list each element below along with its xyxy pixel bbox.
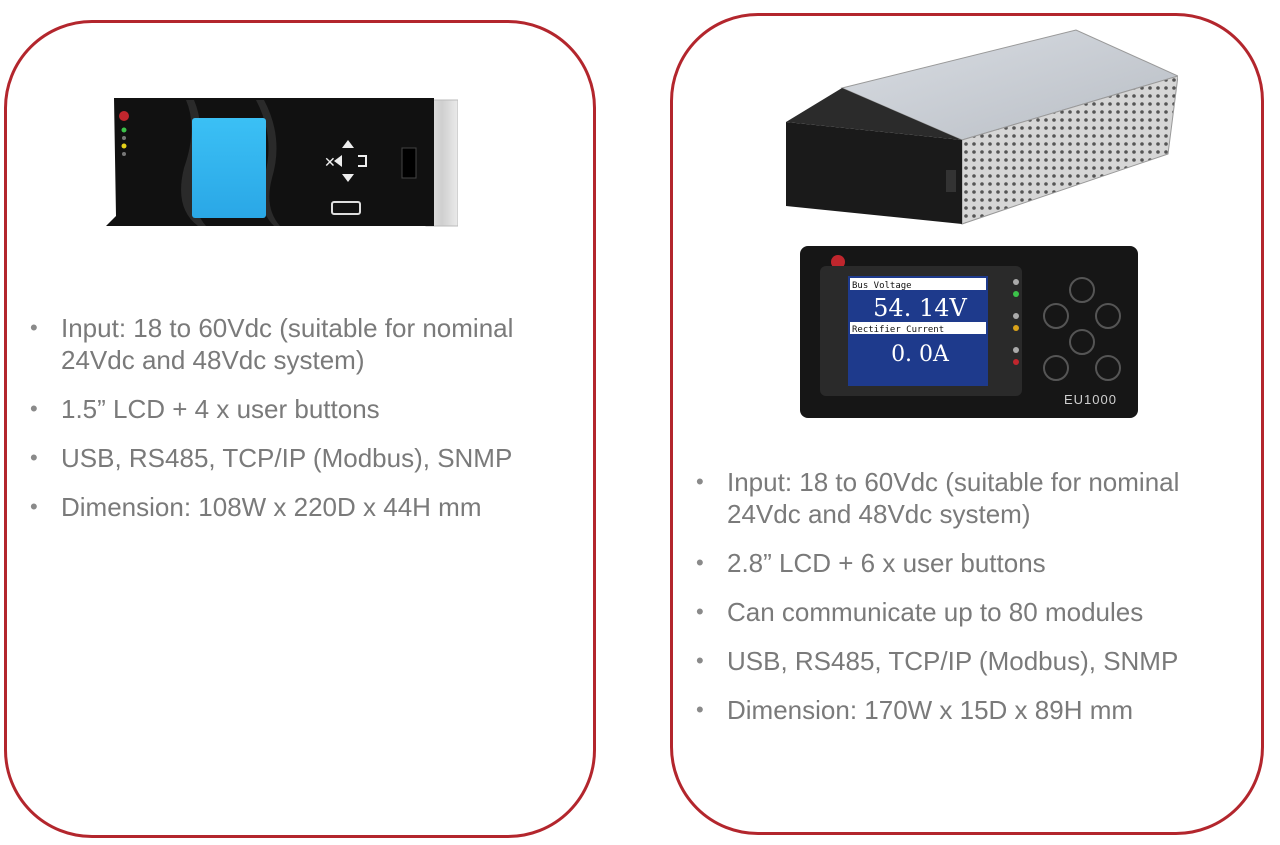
- user-buttons: [1043, 277, 1121, 381]
- spec-item: Input: 18 to 60Vdc (suitable for nominal…: [26, 312, 586, 376]
- status-led-green: [1013, 291, 1019, 297]
- latch-handle: [946, 170, 956, 192]
- spec-item: Can communicate up to 80 modules: [692, 596, 1252, 628]
- spec-list-right: Input: 18 to 60Vdc (suitable for nominal…: [692, 466, 1252, 743]
- nav-buttons: ✕: [324, 140, 367, 182]
- lcd-label-bus-voltage: Bus Voltage: [852, 281, 912, 291]
- module-chassis-image: [786, 29, 1178, 225]
- spec-item: USB, RS485, TCP/IP (Modbus), SNMP: [26, 442, 586, 474]
- status-led-yellow: [1013, 325, 1019, 331]
- usb-port: [331, 201, 361, 215]
- spec-item: Dimension: 108W x 220D x 44H mm: [26, 491, 586, 523]
- lcd-screen: [192, 118, 266, 218]
- lcd-label-rectifier-current: Rectifier Current: [852, 325, 945, 335]
- model-label: EU1000: [1064, 392, 1117, 407]
- latch-handle: [401, 147, 417, 179]
- spec-item: USB, RS485, TCP/IP (Modbus), SNMP: [692, 645, 1252, 677]
- status-led-yellow: [121, 143, 127, 149]
- brand-logo: [119, 111, 129, 121]
- lcd-value-bus-voltage: 54. 14V: [873, 294, 967, 322]
- lcd-value-rectifier-current: 0. 0A: [891, 342, 949, 367]
- svg-text:✕: ✕: [324, 155, 336, 171]
- status-led-green: [121, 127, 127, 133]
- spec-item: Input: 18 to 60Vdc (suitable for nominal…: [692, 466, 1252, 530]
- spec-item: Dimension: 170W x 15D x 89H mm: [692, 694, 1252, 726]
- status-led-red: [1013, 359, 1019, 365]
- spec-item: 2.8” LCD + 6 x user buttons: [692, 547, 1252, 579]
- controller-1u-image: ✕: [106, 98, 458, 227]
- spec-list-left: Input: 18 to 60Vdc (suitable for nominal…: [26, 312, 586, 540]
- controller-front-panel-image: [800, 246, 1138, 418]
- brand-logo: [831, 255, 845, 269]
- spec-item: 1.5” LCD + 4 x user buttons: [26, 393, 586, 425]
